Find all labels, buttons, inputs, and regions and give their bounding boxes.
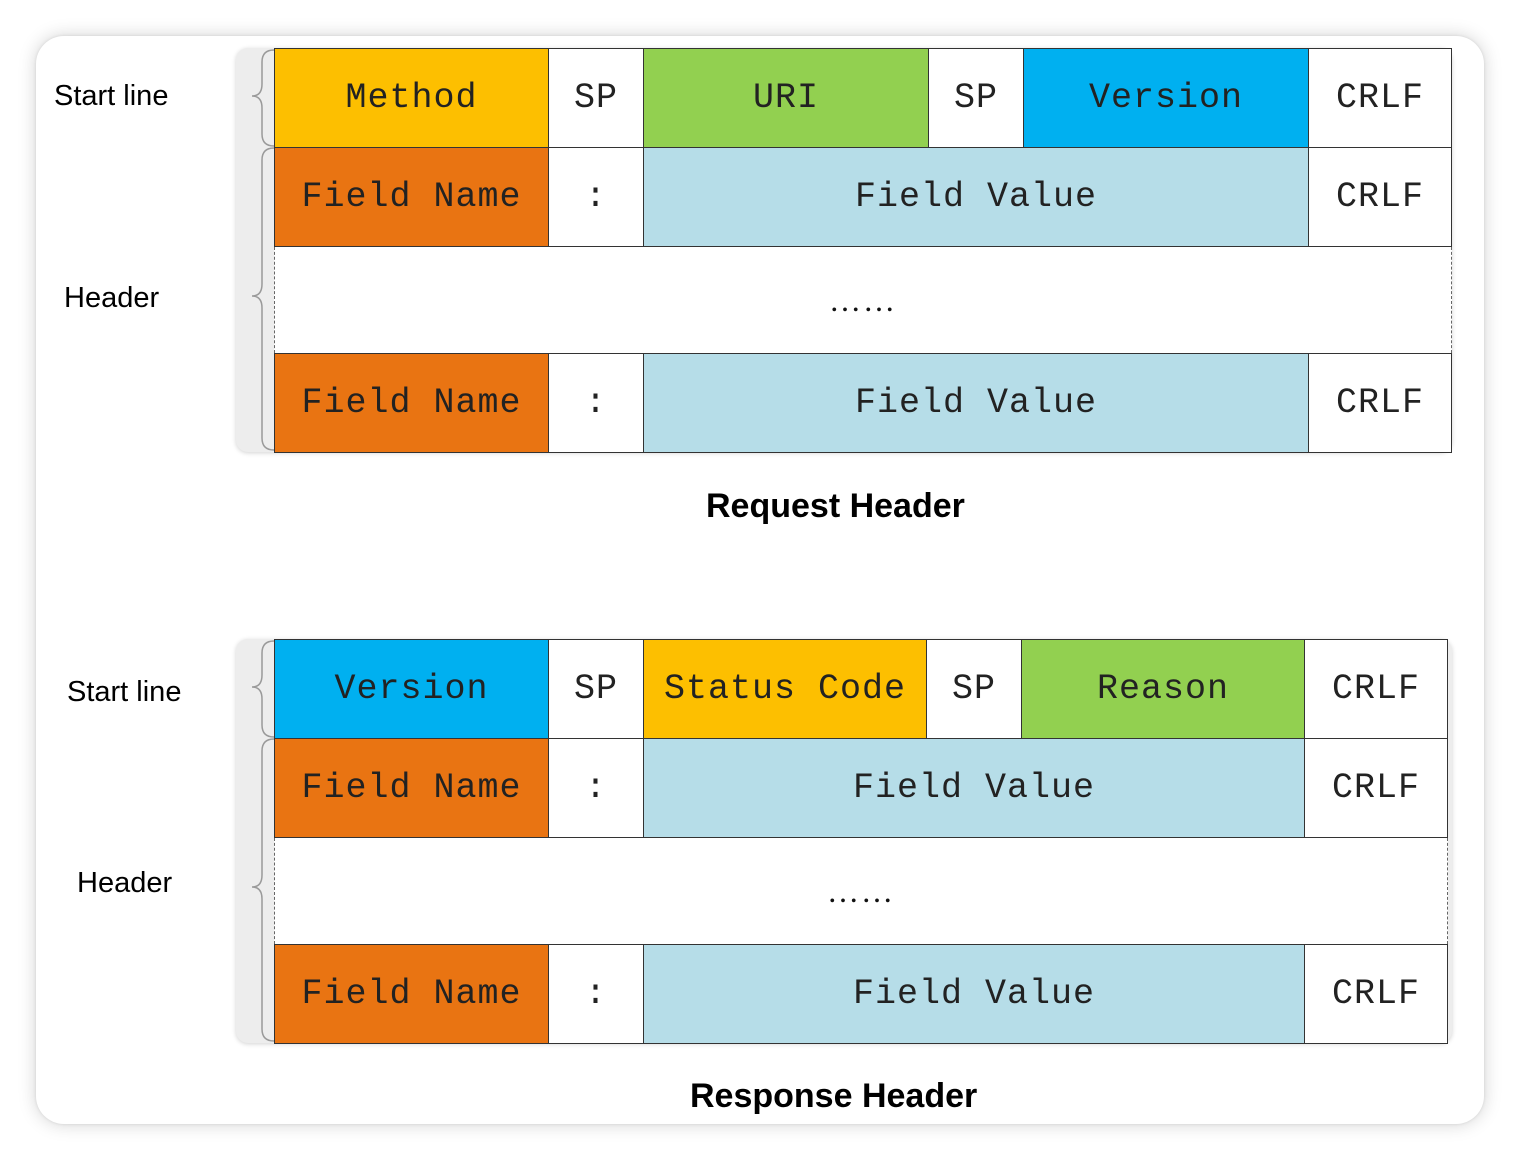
method-cell: Method: [274, 48, 549, 148]
field-name-cell: Field Name: [274, 944, 549, 1044]
sp-cell: SP: [548, 48, 644, 148]
field-name-cell: Field Name: [274, 147, 549, 247]
crlf-cell: CRLF: [1304, 738, 1448, 838]
ellipsis-row: ……: [274, 247, 1452, 353]
sp-cell: SP: [926, 639, 1022, 739]
field-name-cell: Field Name: [274, 738, 549, 838]
crlf-cell: CRLF: [1304, 639, 1448, 739]
field-value-cell: Field Value: [643, 353, 1309, 453]
response-brace-icon: [251, 640, 275, 1042]
reason-cell: Reason: [1021, 639, 1305, 739]
response-start-line-label: Start line: [67, 676, 182, 708]
response-header-label: Header: [77, 867, 173, 899]
request-brace-icon: [251, 49, 275, 451]
colon-cell: :: [548, 738, 644, 838]
request-start-line-label: Start line: [54, 80, 169, 112]
version-cell: Version: [274, 639, 549, 739]
request-header-label: Header: [64, 282, 160, 314]
field-value-cell: Field Value: [643, 147, 1309, 247]
crlf-cell: CRLF: [1308, 353, 1452, 453]
colon-cell: :: [548, 944, 644, 1044]
response-header-diagram: Version SP Status Code SP Reason CRLF Fi…: [236, 639, 1454, 1045]
colon-cell: :: [548, 353, 644, 453]
crlf-cell: CRLF: [1304, 944, 1448, 1044]
request-header-diagram: Method SP URI SP Version CRLF Field Name…: [236, 48, 1454, 454]
sp-cell: SP: [548, 639, 644, 739]
colon-cell: :: [548, 147, 644, 247]
uri-cell: URI: [643, 48, 929, 148]
response-caption: Response Header: [690, 1077, 978, 1115]
field-value-cell: Field Value: [643, 738, 1305, 838]
request-caption: Request Header: [706, 487, 965, 525]
status-code-cell: Status Code: [643, 639, 927, 739]
ellipsis-row: ……: [274, 838, 1448, 944]
crlf-cell: CRLF: [1308, 147, 1452, 247]
sp-cell: SP: [928, 48, 1024, 148]
field-name-cell: Field Name: [274, 353, 549, 453]
crlf-cell: CRLF: [1308, 48, 1452, 148]
field-value-cell: Field Value: [643, 944, 1305, 1044]
version-cell: Version: [1023, 48, 1309, 148]
